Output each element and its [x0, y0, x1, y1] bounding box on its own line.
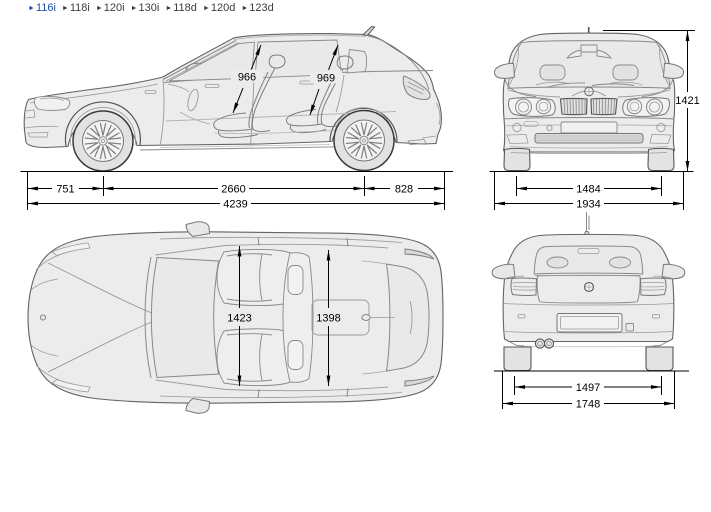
svg-text:1398: 1398: [316, 313, 340, 325]
svg-text:1748: 1748: [576, 399, 600, 411]
svg-text:828: 828: [395, 184, 413, 196]
svg-text:1423: 1423: [227, 313, 251, 325]
svg-text:4239: 4239: [223, 199, 247, 211]
svg-text:966: 966: [238, 72, 256, 84]
svg-text:2660: 2660: [221, 184, 245, 196]
svg-text:969: 969: [317, 73, 335, 85]
svg-text:1421: 1421: [675, 95, 699, 107]
svg-text:1934: 1934: [576, 199, 600, 211]
svg-text:751: 751: [56, 184, 74, 196]
svg-text:1497: 1497: [576, 382, 600, 394]
svg-text:1484: 1484: [576, 184, 600, 196]
